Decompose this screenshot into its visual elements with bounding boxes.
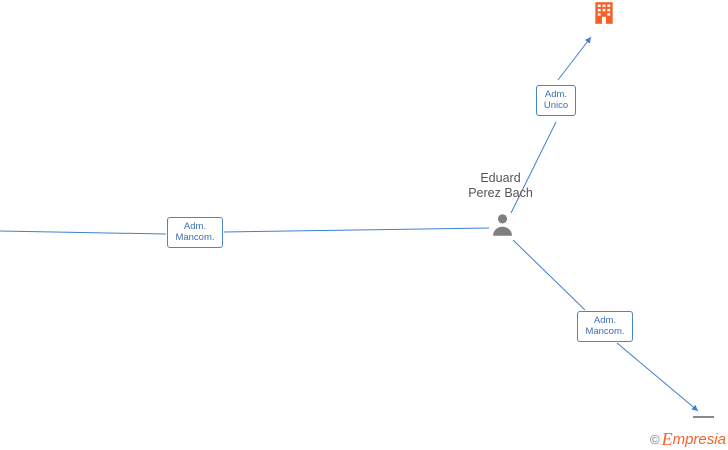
watermark-copyright: © xyxy=(650,432,660,447)
watermark-logo-initial: E xyxy=(661,429,673,449)
person-name-label: Eduard Perez Bach xyxy=(468,171,533,200)
edge-label-adm-unico[interactable]: Adm. Unico xyxy=(536,85,576,116)
watermark: © E mpresia xyxy=(650,429,726,450)
watermark-brand: mpresia xyxy=(672,431,726,448)
dash-node-icon[interactable] xyxy=(693,416,714,418)
edge-admunico-to-company xyxy=(557,36,592,81)
edge-label-adm-mancom-bottom[interactable]: Adm. Mancom. xyxy=(577,311,633,342)
edge-label-adm-mancom-left[interactable]: Adm. Mancom. xyxy=(167,217,223,248)
edge-bottom-admmancom-to-node xyxy=(616,342,699,412)
person-icon[interactable] xyxy=(489,211,516,243)
company-building-icon[interactable] xyxy=(591,0,617,31)
edge-person-to-company xyxy=(510,121,557,214)
edge-left-admmancom-continues xyxy=(0,230,167,235)
edge-person-to-bottom-entity xyxy=(512,239,586,311)
edge-person-to-left-entity xyxy=(223,227,490,233)
